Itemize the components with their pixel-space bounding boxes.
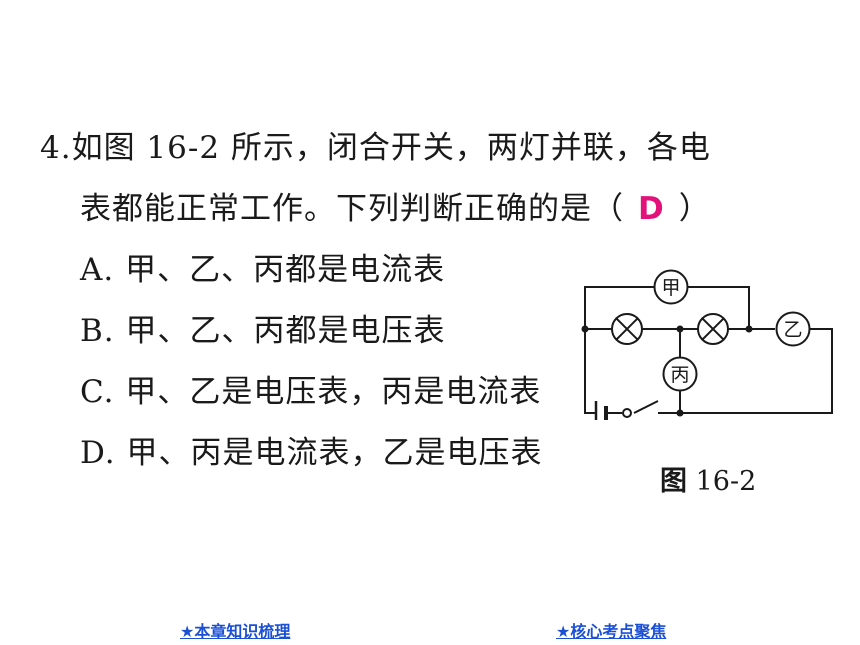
question-line-2: 表都能正常工作。下列判断正确的是（ D ） [80, 189, 711, 229]
meter-jia-label: 甲 [661, 277, 680, 299]
junction-right [745, 325, 753, 333]
meter-jia: 甲 [653, 269, 689, 305]
switch-pivot [622, 408, 632, 418]
answer-letter: D [638, 191, 665, 227]
question-text-1: 如图 16-2 所示，闭合开关，两灯并联，各电 [71, 130, 711, 166]
option-d: D. 甲、丙是电流表，乙是电压表 [80, 435, 543, 471]
wire-top-left [584, 286, 655, 329]
question-line-1: 4.如图 16-2 所示，闭合开关，两灯并联，各电 [40, 128, 711, 168]
wire-top-right [688, 286, 750, 329]
junction-bottom [676, 409, 684, 417]
option-a: A. 甲、乙、丙都是电流表 [80, 252, 446, 288]
meter-bing: 丙 [662, 356, 698, 392]
circuit-diagram: 甲 乙 丙 [581, 269, 833, 420]
meter-bing-label: 丙 [670, 364, 689, 386]
wire-right-loop [680, 328, 833, 414]
figure-caption-number: 16-2 [695, 466, 757, 497]
junction-middle [676, 325, 684, 333]
question-text-2: 表都能正常工作。下列判断正确的是（ [80, 191, 624, 227]
figure-caption: 图 16-2 [660, 464, 756, 500]
figure-caption-label: 图 [660, 466, 687, 497]
meter-yi: 乙 [775, 311, 811, 347]
wire-left-down [584, 329, 595, 414]
question-text-2-end: ） [678, 191, 711, 227]
switch-blade [633, 400, 659, 414]
option-b: B. 甲、乙、丙都是电压表 [80, 313, 446, 349]
question-number: 4. [40, 130, 72, 166]
meter-yi-label: 乙 [783, 319, 802, 341]
lamp-right-icon [697, 313, 729, 345]
nav-link-key-points[interactable]: ★核心考点聚焦 [556, 622, 667, 641]
option-c: C. 甲、乙是电压表，丙是电流表 [80, 374, 542, 410]
junction-left [581, 325, 589, 333]
lamp-left-icon [611, 313, 643, 345]
nav-link-chapter-summary[interactable]: ★本章知识梳理 [180, 622, 291, 641]
